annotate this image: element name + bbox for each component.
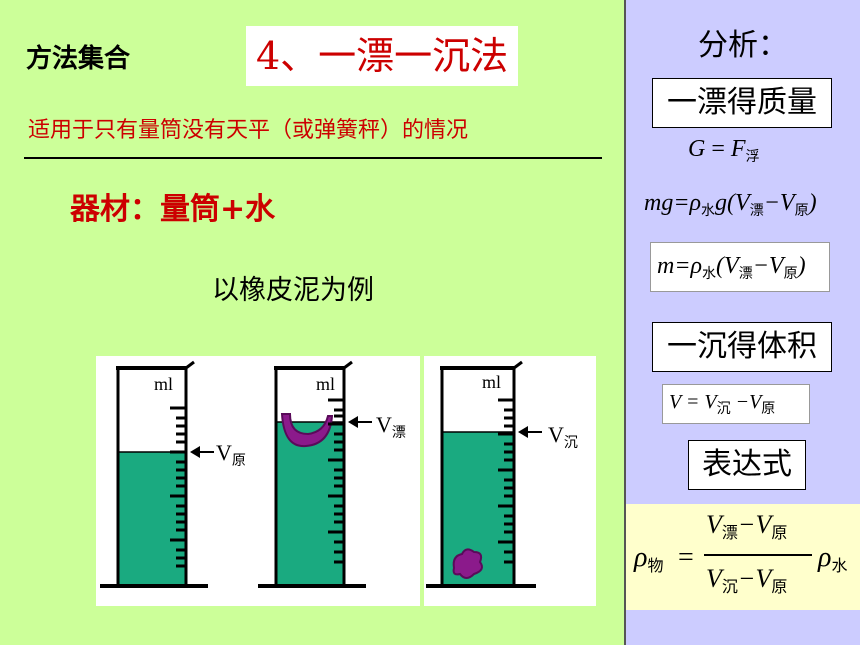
fraction-bar [704, 554, 812, 556]
cylinder-sink: ml V沉 [424, 356, 596, 606]
level-label-original: V原 [216, 440, 246, 469]
density-object: ρ物 [634, 542, 664, 575]
equation-volume-box: V = V沉 −V原 [662, 384, 810, 424]
sink-volume-box: 一沉得体积 [652, 322, 832, 372]
equipment-text: 器材：量筒+水 [70, 192, 276, 227]
analysis-heading: 分析： [698, 28, 788, 63]
water-fill [276, 422, 344, 586]
divider-line [24, 157, 602, 159]
example-text: 以橡皮泥为例 [212, 275, 374, 306]
method-set-label: 方法集合 [26, 44, 131, 74]
slide-title: 4、一漂一沉法 [246, 26, 519, 86]
cylinder-float-drawing [258, 360, 372, 588]
scale-ticks [498, 398, 514, 564]
cylinder-sink-drawing [426, 360, 542, 588]
final-formula: ρ物 = V漂−V原 V沉−V原 ρ水 [626, 504, 860, 610]
unit-label: ml [154, 374, 174, 394]
unit-label: ml [482, 372, 502, 392]
equation-gravity-buoyancy: G = F浮 [688, 136, 760, 165]
expression-box: 表达式 [688, 440, 806, 490]
cylinder-original-drawing [100, 360, 214, 588]
scale-ticks [328, 398, 344, 564]
slide-subtitle: 适用于只有量筒没有天平（或弹簧秤）的情况 [28, 118, 469, 143]
fraction-numerator: V漂−V原 [706, 510, 788, 542]
water-fill [118, 452, 186, 586]
equation-mass: m=ρ水(V漂−V原) [657, 253, 806, 282]
level-label-float: V漂 [376, 412, 406, 441]
unit-label: ml [316, 374, 336, 394]
density-water: ρ水 [818, 542, 848, 575]
level-label-sink: V沉 [548, 422, 578, 451]
analysis-sidebar: 分析： 一漂得质量 G = F浮 mg=ρ水g(V漂−V原) m=ρ水(V漂−V… [624, 0, 860, 645]
clay-lump [452, 548, 483, 579]
cylinder-original: ml V原 [96, 356, 254, 606]
float-mass-box: 一漂得质量 [652, 78, 832, 128]
clay-boat [280, 413, 334, 448]
arrowhead-icon [190, 446, 200, 458]
arrowhead-icon [348, 416, 358, 428]
equals-sign: = [678, 542, 694, 573]
equation-mass-box: m=ρ水(V漂−V原) [650, 242, 830, 292]
equation-volume: V = V沉 −V原 [669, 391, 776, 417]
fraction-denominator: V沉−V原 [706, 564, 788, 596]
scale-ticks [170, 406, 186, 568]
equation-mg: mg=ρ水g(V漂−V原) [644, 190, 817, 219]
cylinder-float: ml V漂 [254, 356, 420, 606]
arrowhead-icon [518, 426, 528, 438]
